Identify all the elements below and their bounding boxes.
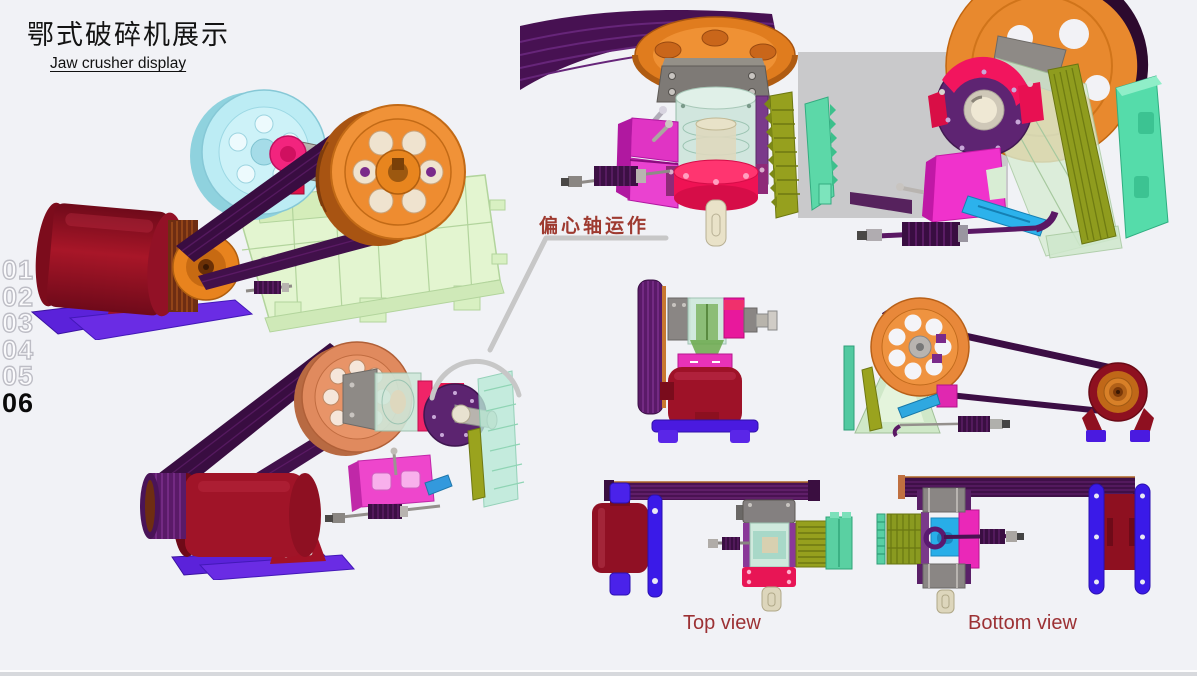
jaw-plates <box>795 512 853 570</box>
flywheel-underside <box>632 16 798 96</box>
motor-base <box>171 539 356 580</box>
page-number-04[interactable]: 04 <box>1 334 35 365</box>
footer-divider <box>0 670 1197 672</box>
bearing-block <box>656 58 771 103</box>
eccentric-bracket <box>348 447 453 512</box>
v-belt <box>154 343 348 537</box>
caption-bottom-view: Bottom view <box>968 612 1077 634</box>
bearing-block <box>736 499 796 524</box>
jaw-plate-olive <box>1047 63 1117 245</box>
motor <box>1103 494 1137 570</box>
tension-rod <box>325 504 441 523</box>
jaw-plates <box>876 512 929 566</box>
flywheel-edge <box>637 279 666 415</box>
mount-plate <box>677 353 733 375</box>
cyan-flywheel <box>190 89 327 220</box>
orange-flywheel <box>315 104 466 246</box>
shaft-housing <box>687 297 727 354</box>
toggle-plate <box>930 517 960 557</box>
page-subtitle: Jaw crusher display <box>50 55 187 72</box>
toggle-linkage <box>897 384 958 419</box>
bottom-flange <box>666 159 768 211</box>
adjust-plate <box>958 509 980 569</box>
bearing-block <box>667 297 691 341</box>
shaft-housing <box>645 86 769 185</box>
tension-rod <box>923 526 1024 550</box>
output-shaft <box>936 589 955 614</box>
motor <box>173 473 321 557</box>
motor <box>592 498 648 573</box>
caption-top-view: Top view <box>683 612 761 634</box>
crusher-frame <box>991 57 1123 259</box>
motor-base-rails <box>609 482 663 598</box>
page-title: 鄂式破碎机展示 <box>27 20 230 51</box>
motor-base <box>651 412 759 443</box>
crusher-frame <box>234 174 508 333</box>
adjust-blocks <box>616 117 679 209</box>
tension-rod <box>561 166 671 187</box>
motor <box>660 367 742 427</box>
belt <box>881 303 1113 414</box>
shaft-housing <box>743 522 796 568</box>
slide-pagination: 01 02 03 04 05 06 <box>1 255 35 418</box>
page-number-03[interactable]: 03 <box>1 308 35 338</box>
motor-base <box>30 286 254 340</box>
crusher-frame <box>854 351 941 434</box>
flywheel <box>870 297 970 397</box>
main-assembly-view <box>30 89 508 340</box>
top-view-render <box>592 480 853 612</box>
page-number-06-active[interactable]: 06 <box>2 387 35 418</box>
motor-pulley <box>1088 362 1148 422</box>
cheek-plate <box>843 345 855 431</box>
output-shaft <box>761 586 782 612</box>
motor-feet <box>1082 408 1154 442</box>
tension-rod <box>892 416 1010 438</box>
callout-label: 偏心轴运作 <box>539 216 650 237</box>
small-side-view <box>637 279 778 443</box>
belt <box>898 475 1135 499</box>
belt <box>604 480 820 501</box>
jaw-plate-teal <box>467 370 525 508</box>
motor <box>35 202 185 317</box>
footer-bar <box>0 672 1197 676</box>
motor-base-rails <box>1088 483 1151 595</box>
motor-pulley <box>168 220 240 312</box>
output-shaft <box>705 199 727 247</box>
bearing-magenta <box>723 297 778 339</box>
cheek-plate-teal <box>1115 75 1169 239</box>
bearing-cylinders <box>917 487 971 589</box>
bottom-view-render <box>876 475 1151 614</box>
transparent-assembly-view <box>140 341 525 580</box>
page-number-02[interactable]: 02 <box>1 281 35 312</box>
page-number-01[interactable]: 01 <box>1 255 35 285</box>
bottom-flange <box>742 567 796 587</box>
tension-rod <box>708 537 750 550</box>
projection-shadow <box>798 52 1008 218</box>
flywheel <box>294 341 413 456</box>
page-number-05[interactable]: 05 <box>1 361 35 391</box>
eccentric-shaft <box>269 135 361 195</box>
belt-band <box>520 10 778 90</box>
belt-drive-side-view <box>843 297 1154 442</box>
motor-pulley <box>140 473 186 539</box>
jaw-plate-olive <box>764 91 800 219</box>
v-belt <box>176 112 386 290</box>
bearing-housing <box>342 368 498 447</box>
